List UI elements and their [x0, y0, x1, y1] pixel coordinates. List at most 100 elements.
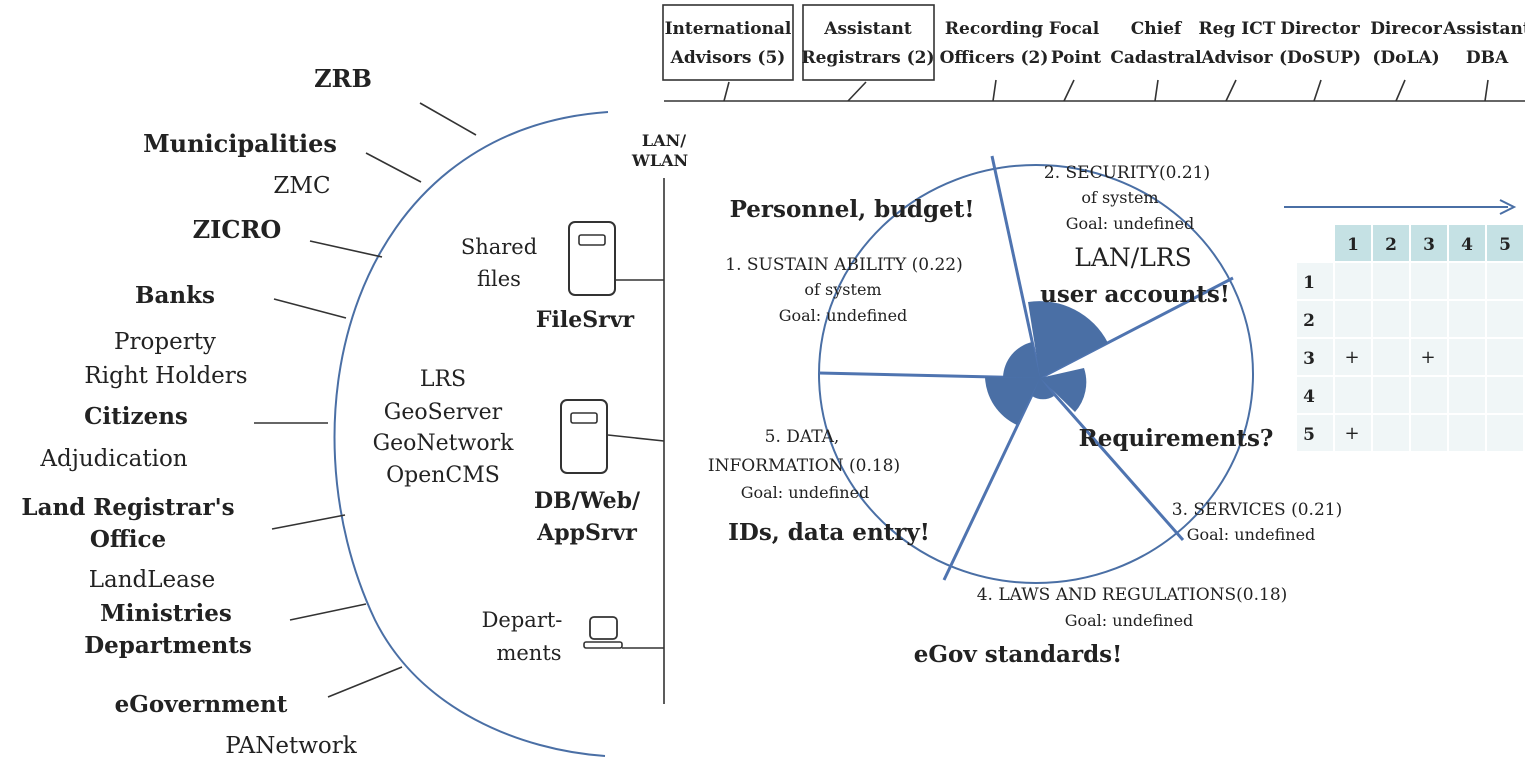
stakeholder-land-registrar: Land Registrar's — [21, 494, 234, 521]
role-dola-1: Direcor — [1370, 19, 1443, 39]
matrix-cell — [1371, 261, 1411, 301]
annotation-lan-lrs: LAN/LRS — [1074, 243, 1192, 272]
stakeholder-boundary-arc — [333, 111, 609, 757]
role-recording-2: Officers (2) — [940, 48, 1049, 68]
stakeholder-office: Office — [90, 526, 166, 553]
fileserver-label: FileSrvr — [536, 307, 635, 333]
role-box-international — [662, 4, 794, 81]
security-title: 2. SECURITY(0.21) — [1044, 163, 1210, 183]
wheel-spoke-4 — [942, 377, 1042, 581]
role-regict-2: Advisor — [1200, 48, 1273, 68]
laws-goal: Goal: undefined — [1065, 611, 1194, 630]
matrix-cell — [1333, 413, 1373, 453]
role-assistant-reg-2: Registrars (2) — [801, 48, 934, 68]
data-title-1: 5. DATA, — [765, 427, 840, 447]
annotation-egov: eGov standards! — [914, 641, 1122, 668]
network-section: LAN/ WLAN Shared files FileSrvr LRS GeoS… — [373, 131, 688, 704]
stakeholder-departments: Departments — [84, 632, 252, 659]
annotation-requirements: Requirements? — [1079, 425, 1274, 452]
matrix-cell-mark: + — [1344, 347, 1359, 368]
matrix-cell — [1333, 261, 1373, 301]
role-dba-2: DBA — [1466, 48, 1509, 68]
matrix-cell-mark: + — [1344, 423, 1359, 444]
stakeholder-zmc: ZMC — [273, 173, 330, 199]
matrix-col-header: 4 — [1461, 235, 1473, 255]
matrix-cell — [1371, 375, 1411, 415]
matrix-cell — [1333, 375, 1373, 415]
matrix-row-header: 1 — [1303, 273, 1315, 293]
matrix-col-header-cell — [1333, 223, 1373, 263]
sustainability-title: 1. SUSTAIN ABILITY (0.22) — [725, 255, 963, 275]
app-server-icon — [560, 399, 608, 474]
stakeholder-property: Property — [114, 329, 216, 355]
matrix-cell — [1409, 413, 1449, 453]
matrix-cell — [1371, 299, 1411, 339]
roles-header: International Advisors (5) Assistant Reg… — [662, 4, 1525, 102]
matrix-row-header: 3 — [1303, 349, 1315, 369]
matrix-cell — [1485, 299, 1525, 339]
stakeholder-labels: ZRB Municipalities ZMC ZICRO Banks Prope… — [21, 64, 371, 759]
role-assistant-reg-1: Assistant — [823, 19, 912, 39]
matrix-cell — [1371, 337, 1411, 377]
dbweb-label-1: DB/Web/ — [534, 488, 641, 514]
wedge-laws — [1032, 378, 1054, 400]
matrix-cell — [1447, 413, 1487, 453]
role-recording-1: Recording — [945, 19, 1043, 39]
shared-files-label-2: files — [477, 267, 521, 291]
matrix-row-header-cell — [1295, 299, 1335, 339]
matrix-cell — [1409, 337, 1449, 377]
wheel-spoke-5 — [818, 371, 1041, 380]
stakeholder-panetwork: PANetwork — [225, 733, 357, 759]
stakeholder-citizens: Citizens — [84, 403, 188, 430]
matrix-cell — [1333, 299, 1373, 339]
matrix-cell — [1447, 337, 1487, 377]
role-regict-1: Reg ICT — [1199, 19, 1276, 39]
annotation-user-accounts: user accounts! — [1040, 281, 1230, 308]
role-dosup-1: Director — [1280, 19, 1361, 39]
lan-label: LAN/ — [642, 131, 686, 150]
matrix-cell — [1447, 299, 1487, 339]
matrix-row-header: 5 — [1303, 425, 1315, 445]
shared-files-label-1: Shared — [461, 235, 537, 259]
stakeholder-egovernment: eGovernment — [115, 691, 288, 718]
sustainability-sub: of system — [804, 280, 881, 299]
matrix-row-header-cell — [1295, 413, 1335, 453]
matrix-cell — [1485, 261, 1525, 301]
role-dosup-2: (DoSUP) — [1279, 48, 1361, 68]
stakeholder-municipalities: Municipalities — [143, 129, 337, 158]
annotation-personnel: Personnel, budget! — [730, 196, 975, 223]
matrix-cell — [1485, 375, 1525, 415]
matrix-cell — [1409, 261, 1449, 301]
security-sub: of system — [1081, 188, 1158, 207]
matrix-col-header: 2 — [1385, 235, 1397, 255]
role-focal-1: Focal — [1049, 19, 1100, 39]
stakeholder-ministries: Ministries — [100, 600, 232, 627]
app-geonetwork: GeoNetwork — [373, 431, 515, 456]
role-chief-2: Cadastral — [1110, 48, 1202, 68]
role-ticks — [723, 79, 1489, 102]
data-title-2: INFORMATION (0.18) — [708, 456, 900, 476]
stakeholder-zrb: ZRB — [314, 64, 372, 93]
stakeholder-right-holders: Right Holders — [84, 363, 247, 389]
app-opencms: OpenCMS — [386, 463, 500, 488]
services-goal: Goal: undefined — [1187, 525, 1316, 544]
matrix-cell — [1447, 261, 1487, 301]
role-international-1: International — [665, 19, 792, 39]
matrix-col-header: 3 — [1423, 235, 1435, 255]
sustainability-goal: Goal: undefined — [779, 306, 908, 325]
role-chief-1: Chief — [1131, 19, 1183, 39]
role-international-2: Advisors (5) — [670, 48, 786, 68]
security-goal: Goal: undefined — [1066, 214, 1195, 233]
services-title: 3. SERVICES (0.21) — [1172, 500, 1342, 520]
wheel-spoke-3 — [1038, 377, 1185, 541]
annotations: Personnel, budget! LAN/LRS user accounts… — [728, 196, 1273, 668]
matrix-row-header-cell — [1295, 337, 1335, 377]
wedge-sustainability — [1003, 342, 1040, 378]
laptop-icon — [583, 616, 623, 649]
stakeholder-connectors — [254, 102, 477, 698]
matrix-row-header-cell — [1295, 261, 1335, 301]
dbweb-label-2: AppSrvr — [536, 520, 637, 546]
stakeholder-adjudication: Adjudication — [39, 446, 187, 472]
matrix-cell — [1485, 413, 1525, 453]
